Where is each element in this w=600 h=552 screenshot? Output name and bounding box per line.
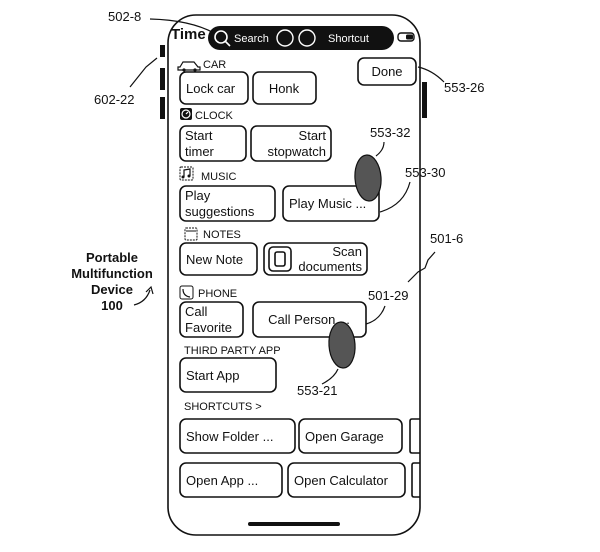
svg-text:Start App: Start App xyxy=(186,368,239,383)
home-indicator xyxy=(248,522,340,526)
start-app-button[interactable]: Start App xyxy=(179,357,277,393)
show-folder-button[interactable]: Show Folder ... xyxy=(179,418,296,454)
svg-text:Open Garage: Open Garage xyxy=(305,429,384,444)
svg-text:Multifunction: Multifunction xyxy=(71,266,153,281)
camera-lens xyxy=(298,29,316,47)
camera-sensor xyxy=(276,29,294,47)
start-timer-button[interactable]: Start timer xyxy=(179,125,247,162)
document-scan-icon xyxy=(268,246,292,272)
car-icon xyxy=(177,61,201,72)
search-label: Search xyxy=(234,33,269,45)
partial-shortcut-button[interactable] xyxy=(409,418,420,454)
svg-text:Start: Start xyxy=(185,128,213,143)
device-arrow xyxy=(133,289,151,306)
clock-label: CLOCK xyxy=(195,110,234,122)
header: Time Search Shortcut xyxy=(171,26,415,50)
clock-icon xyxy=(180,108,192,120)
svg-text:Open Calculator: Open Calculator xyxy=(294,473,389,488)
search-bar[interactable] xyxy=(208,26,394,50)
svg-text:Portable: Portable xyxy=(86,250,138,265)
callout-501-6: 501-6 xyxy=(430,231,463,246)
music-label: MUSIC xyxy=(201,171,237,183)
new-note-button[interactable]: New Note xyxy=(179,242,258,276)
callout-501-29: 501-29 xyxy=(368,288,408,303)
callout-553-21: 553-21 xyxy=(297,383,337,398)
svg-text:Call Person ...: Call Person ... xyxy=(268,312,350,327)
svg-text:timer: timer xyxy=(185,144,215,159)
partial-shortcut-button-2[interactable] xyxy=(411,462,420,498)
honk-button[interactable]: Honk xyxy=(252,71,317,105)
search-icon xyxy=(214,30,228,44)
open-garage-button[interactable]: Open Garage xyxy=(298,418,403,454)
svg-text:Play: Play xyxy=(185,188,211,203)
lock-car-button[interactable]: Lock car xyxy=(179,71,249,105)
music-section: MUSIC Play suggestions Play Music ... xyxy=(179,166,380,222)
device-label: Portable Multifunction Device 100 xyxy=(71,250,154,313)
start-stopwatch-button[interactable]: Start stopwatch xyxy=(250,125,332,162)
svg-text:Show Folder ...: Show Folder ... xyxy=(186,429,273,444)
touch-contact-553-32 xyxy=(354,154,382,202)
notes-section: NOTES New Note Scan documents xyxy=(179,227,368,276)
svg-text:Honk: Honk xyxy=(269,81,300,96)
callout-553-32: 553-32 xyxy=(370,125,410,140)
screen-title: Time xyxy=(171,26,206,43)
svg-text:Play Music ...: Play Music ... xyxy=(289,196,366,211)
callout-553-30: 553-30 xyxy=(405,165,445,180)
car-section: CAR Lock car Honk xyxy=(177,59,317,105)
music-note-icon xyxy=(179,166,194,181)
svg-text:100: 100 xyxy=(101,298,123,313)
notepad-icon xyxy=(184,227,198,241)
svg-text:suggestions: suggestions xyxy=(185,204,255,219)
play-music-button[interactable]: Play Music ... xyxy=(282,185,380,222)
open-app-button[interactable]: Open App ... xyxy=(179,462,283,498)
open-calculator-button[interactable]: Open Calculator xyxy=(287,462,406,498)
side-button xyxy=(422,82,427,118)
done-button[interactable]: Done xyxy=(357,57,417,86)
svg-text:Call: Call xyxy=(185,304,208,319)
scan-documents-button[interactable]: Scan documents xyxy=(263,242,368,276)
svg-text:Done: Done xyxy=(371,64,402,79)
svg-text:stopwatch: stopwatch xyxy=(267,144,326,159)
play-suggestions-button[interactable]: Play suggestions xyxy=(179,185,276,222)
shortcuts-label: SHORTCUTS > xyxy=(184,401,262,413)
svg-text:New Note: New Note xyxy=(186,252,243,267)
third-party-section: THIRD PARTY APP Start App xyxy=(179,345,281,393)
shortcuts-section: SHORTCUTS > Show Folder ... Open Garage … xyxy=(179,401,420,498)
third-party-label: THIRD PARTY APP xyxy=(184,345,281,357)
svg-text:Scan: Scan xyxy=(332,244,362,259)
volume-up-button xyxy=(160,68,165,90)
callout-602-22: 602-22 xyxy=(94,92,134,107)
callouts: 502-8 602-22 553-26 553-32 553-30 501-6 … xyxy=(94,9,484,398)
clock-section: CLOCK Start timer Start stopwatch xyxy=(179,108,332,162)
phone-icon xyxy=(179,285,194,300)
svg-text:Start: Start xyxy=(299,128,327,143)
svg-text:Lock car: Lock car xyxy=(186,81,236,96)
svg-text:documents: documents xyxy=(298,259,362,274)
ringer-switch xyxy=(160,45,165,57)
callout-502-8: 502-8 xyxy=(108,9,141,24)
device-frame xyxy=(160,14,427,536)
call-favorite-button[interactable]: Call Favorite xyxy=(179,301,244,338)
volume-down-button xyxy=(160,97,165,119)
touch-contact-553-21 xyxy=(328,321,356,369)
svg-text:Device: Device xyxy=(91,282,133,297)
shortcut-label: Shortcut xyxy=(328,33,369,45)
notes-label: NOTES xyxy=(203,229,241,241)
svg-text:Open App ...: Open App ... xyxy=(186,473,258,488)
car-label: CAR xyxy=(203,59,226,71)
svg-text:Favorite: Favorite xyxy=(185,320,232,335)
phone-label: PHONE xyxy=(198,288,237,300)
callout-553-26: 553-26 xyxy=(444,80,484,95)
